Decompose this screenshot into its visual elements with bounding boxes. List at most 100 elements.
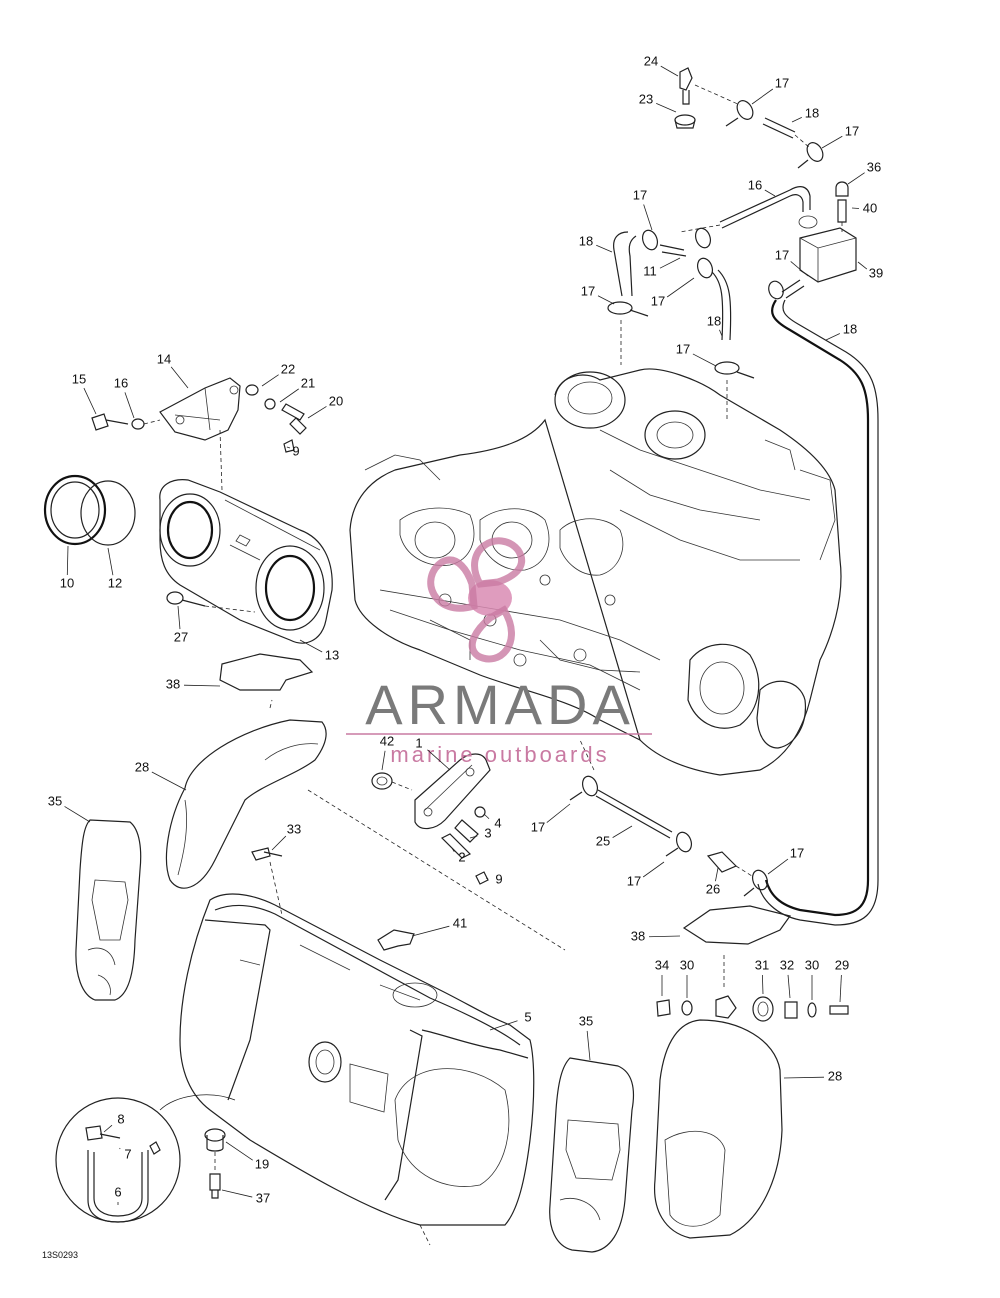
callout-30: 30 [805, 957, 819, 972]
callout-leader [411, 925, 450, 937]
callout-leader [715, 867, 719, 882]
callout-leader [851, 207, 860, 209]
callout-17: 17 [633, 187, 647, 202]
callout-18: 18 [707, 313, 721, 328]
callout-leader [170, 366, 189, 389]
callout-leader [751, 88, 774, 105]
callout-25: 25 [596, 833, 610, 848]
callout-leader [648, 935, 681, 938]
callout-leader [64, 806, 91, 823]
mounting-parts [307, 753, 566, 951]
callout-leader [825, 333, 841, 341]
callout-leader [107, 547, 114, 576]
propeller-logo [427, 537, 526, 663]
callout-leader [286, 446, 291, 449]
callout-12: 12 [108, 575, 122, 590]
callout-layer: 2423171817364016173918171117171817181415… [48, 53, 883, 1205]
callout-16: 16 [114, 375, 128, 390]
callout-17: 17 [775, 247, 789, 262]
callout-leader [586, 1030, 591, 1061]
callout-31: 31 [755, 957, 769, 972]
callout-leader [847, 172, 865, 185]
callout-leader [183, 684, 221, 687]
callout-17: 17 [531, 819, 545, 834]
callout-leader [821, 135, 843, 149]
callout-17: 17 [845, 123, 859, 138]
breather-hose-assembly [607, 67, 879, 926]
callout-leader [659, 257, 681, 269]
callout-39: 39 [869, 265, 883, 280]
callout-leader [307, 406, 327, 419]
callout-18: 18 [579, 233, 593, 248]
callout-3: 3 [484, 825, 491, 840]
callout-27: 27 [174, 629, 188, 644]
callout-leader [483, 813, 490, 820]
callout-leader [546, 803, 571, 823]
callout-leader [485, 877, 489, 880]
callout-32: 32 [780, 957, 794, 972]
callout-13: 13 [325, 647, 339, 662]
callout-8: 8 [117, 1111, 124, 1126]
callout-leader [787, 974, 791, 999]
callout-leader [151, 771, 187, 791]
callout-leader [761, 974, 764, 995]
front-shroud [55, 847, 535, 1246]
callout-leader [597, 295, 615, 305]
watermark: ARMADA marine outboards [346, 673, 652, 767]
callout-9: 9 [495, 871, 502, 886]
callout-28: 28 [135, 759, 149, 774]
callout-leader [660, 65, 679, 77]
callout-26: 26 [706, 881, 720, 896]
callout-leader [103, 1124, 113, 1133]
callout-17: 17 [651, 293, 665, 308]
callout-18: 18 [805, 105, 819, 120]
callout-19: 19 [255, 1156, 269, 1171]
callout-33: 33 [287, 821, 301, 836]
callout-leader [225, 1141, 253, 1161]
callout-leader [692, 353, 717, 367]
watermark-brand: ARMADA [365, 673, 635, 736]
callout-34: 34 [655, 957, 669, 972]
callout-leader [83, 387, 97, 415]
callout-37: 37 [256, 1190, 270, 1205]
callout-leader [764, 189, 776, 197]
callout-42: 42 [380, 733, 394, 748]
callout-leader [271, 835, 287, 851]
hose-connector-parts [549, 739, 849, 1253]
watermark-tagline: marine outboards [390, 742, 609, 767]
callout-29: 29 [835, 957, 849, 972]
callout-10: 10 [60, 575, 74, 590]
callout-6: 6 [114, 1184, 121, 1199]
callout-40: 40 [863, 200, 877, 215]
callout-20: 20 [329, 393, 343, 408]
callout-28: 28 [828, 1068, 842, 1083]
callout-leader [177, 605, 181, 630]
callout-16: 16 [748, 177, 762, 192]
callout-leader [469, 835, 478, 839]
callout-leader [451, 847, 455, 852]
callout-38: 38 [166, 676, 180, 691]
callout-5: 5 [524, 1009, 531, 1024]
callout-leader [489, 1020, 518, 1031]
callout-leader [612, 825, 633, 838]
callout-24: 24 [644, 53, 658, 68]
callout-leader [596, 244, 613, 253]
callout-38: 38 [631, 928, 645, 943]
callout-2: 2 [458, 849, 465, 864]
callout-35: 35 [48, 793, 62, 808]
callout-leader [427, 749, 451, 771]
callout-17: 17 [676, 341, 690, 356]
callout-14: 14 [157, 351, 171, 366]
callout-17: 17 [775, 75, 789, 90]
exhaust-assembly [43, 377, 333, 1001]
callout-leader [666, 277, 695, 298]
callout-leader [261, 374, 279, 387]
callout-leader [767, 858, 789, 875]
callout-30: 30 [680, 957, 694, 972]
callout-leader [643, 204, 653, 231]
callout-leader [642, 861, 665, 878]
callout-leader [719, 329, 723, 337]
callout-leader [221, 1189, 253, 1198]
callout-leader [381, 750, 386, 771]
